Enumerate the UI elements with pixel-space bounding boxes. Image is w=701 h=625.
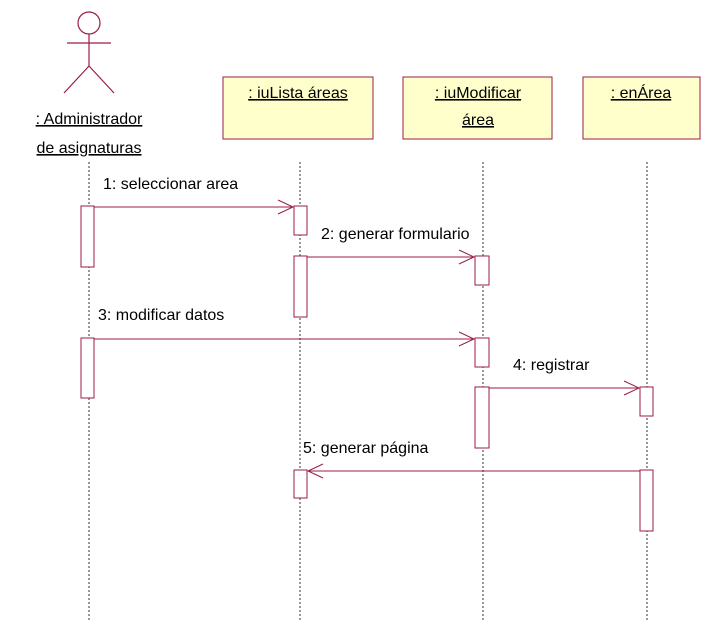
message-arrows <box>94 199 641 479</box>
message-arrowhead-2 <box>458 249 476 265</box>
activation-iumodificar-3 <box>474 386 490 449</box>
object-box-enarea <box>582 76 701 140</box>
actor-name-line2: de asignaturas <box>37 140 142 157</box>
object-label-iumodificar-line1: : iuModificar <box>435 85 522 102</box>
message-arrowhead-5 <box>306 463 324 479</box>
activation-iulista-2 <box>293 255 308 318</box>
message-label-1: 1: seleccionar area <box>103 176 238 193</box>
message-label-5: 5: generar página <box>303 440 429 457</box>
actor-name-line1: : Administrador <box>36 111 143 128</box>
activations <box>80 205 654 532</box>
activation-enarea-1 <box>639 386 654 417</box>
object-box-iulista-areas <box>222 76 374 140</box>
message-label-4: 4: registrar <box>513 357 590 374</box>
actor-head <box>77 11 101 35</box>
activation-iumodificar-2 <box>474 337 490 368</box>
actor-figure <box>63 11 115 94</box>
message-arrowhead-1 <box>277 199 295 215</box>
message-label-2: 2: generar formulario <box>321 226 470 243</box>
message-arrowhead-3 <box>458 331 476 347</box>
activation-enarea-2 <box>639 469 654 532</box>
activation-actor-2 <box>80 337 95 399</box>
message-label-3: 3: modificar datos <box>98 307 224 324</box>
actor-right-leg <box>88 65 115 94</box>
activation-iulista-3 <box>293 469 308 499</box>
object-box-iumodificar-area <box>402 76 553 140</box>
activation-actor-1 <box>80 205 95 268</box>
message-arrowhead-4 <box>623 380 641 396</box>
object-label-enarea: : enÁrea <box>611 83 672 102</box>
object-label-iulista-areas: : iuLista áreas <box>248 85 348 102</box>
activation-iumodificar-1 <box>474 255 490 286</box>
object-label-iumodificar-line2: área <box>462 112 494 129</box>
activation-iulista-1 <box>293 205 308 236</box>
actor-left-leg <box>63 65 90 94</box>
